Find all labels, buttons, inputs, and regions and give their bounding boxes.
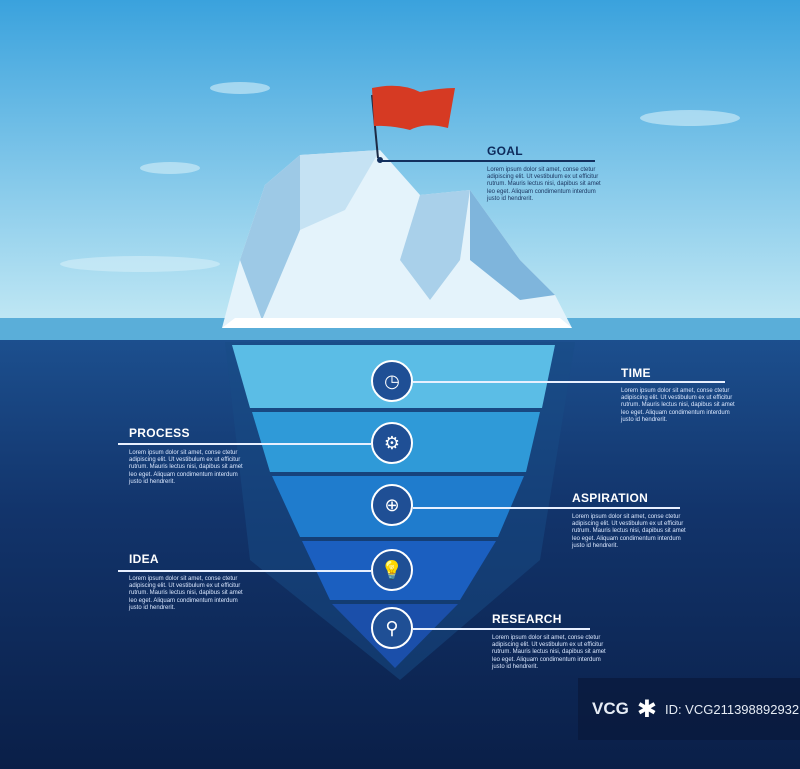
goal-text: Lorem ipsum dolor sit amet, conse ctetur… <box>487 167 601 202</box>
aspiration-title: ASPIRATION <box>572 491 649 505</box>
lightbulb-icon: 💡 <box>371 549 413 591</box>
watermark: VCG ✱ ID: VCG211398892932 <box>578 678 800 740</box>
goal-line <box>380 160 595 162</box>
iceberg-top <box>222 150 572 328</box>
process-title: PROCESS <box>129 426 190 440</box>
process-text: Lorem ipsum dolor sit amet, conse ctetur… <box>129 450 243 485</box>
time-line <box>413 381 725 383</box>
magnifier-gear-icon: ⚲ <box>371 607 413 649</box>
time-text: Lorem ipsum dolor sit amet, conse ctetur… <box>621 388 735 423</box>
clock-icon: ◷ <box>371 360 413 402</box>
watermark-logo-mark-icon: ✱ <box>636 695 657 723</box>
clouds <box>60 82 740 272</box>
flag <box>371 85 455 159</box>
podium-icon: ⊕ <box>371 484 413 526</box>
research-text: Lorem ipsum dolor sit amet, conse ctetur… <box>492 635 606 670</box>
aspiration-text: Lorem ipsum dolor sit amet, conse ctetur… <box>572 514 686 549</box>
process-line <box>118 443 371 445</box>
idea-text: Lorem ipsum dolor sit amet, conse ctetur… <box>129 576 243 611</box>
time-title: TIME <box>621 366 651 380</box>
research-title: RESEARCH <box>492 612 562 626</box>
watermark-logo: VCG <box>592 699 629 718</box>
research-line <box>413 628 590 630</box>
gears-icon: ⚙ <box>371 422 413 464</box>
watermark-id: ID: VCG211398892932 <box>664 701 800 717</box>
aspiration-line <box>413 507 680 509</box>
goal-title: GOAL <box>487 144 523 158</box>
idea-line <box>118 570 371 572</box>
idea-title: IDEA <box>129 552 159 566</box>
